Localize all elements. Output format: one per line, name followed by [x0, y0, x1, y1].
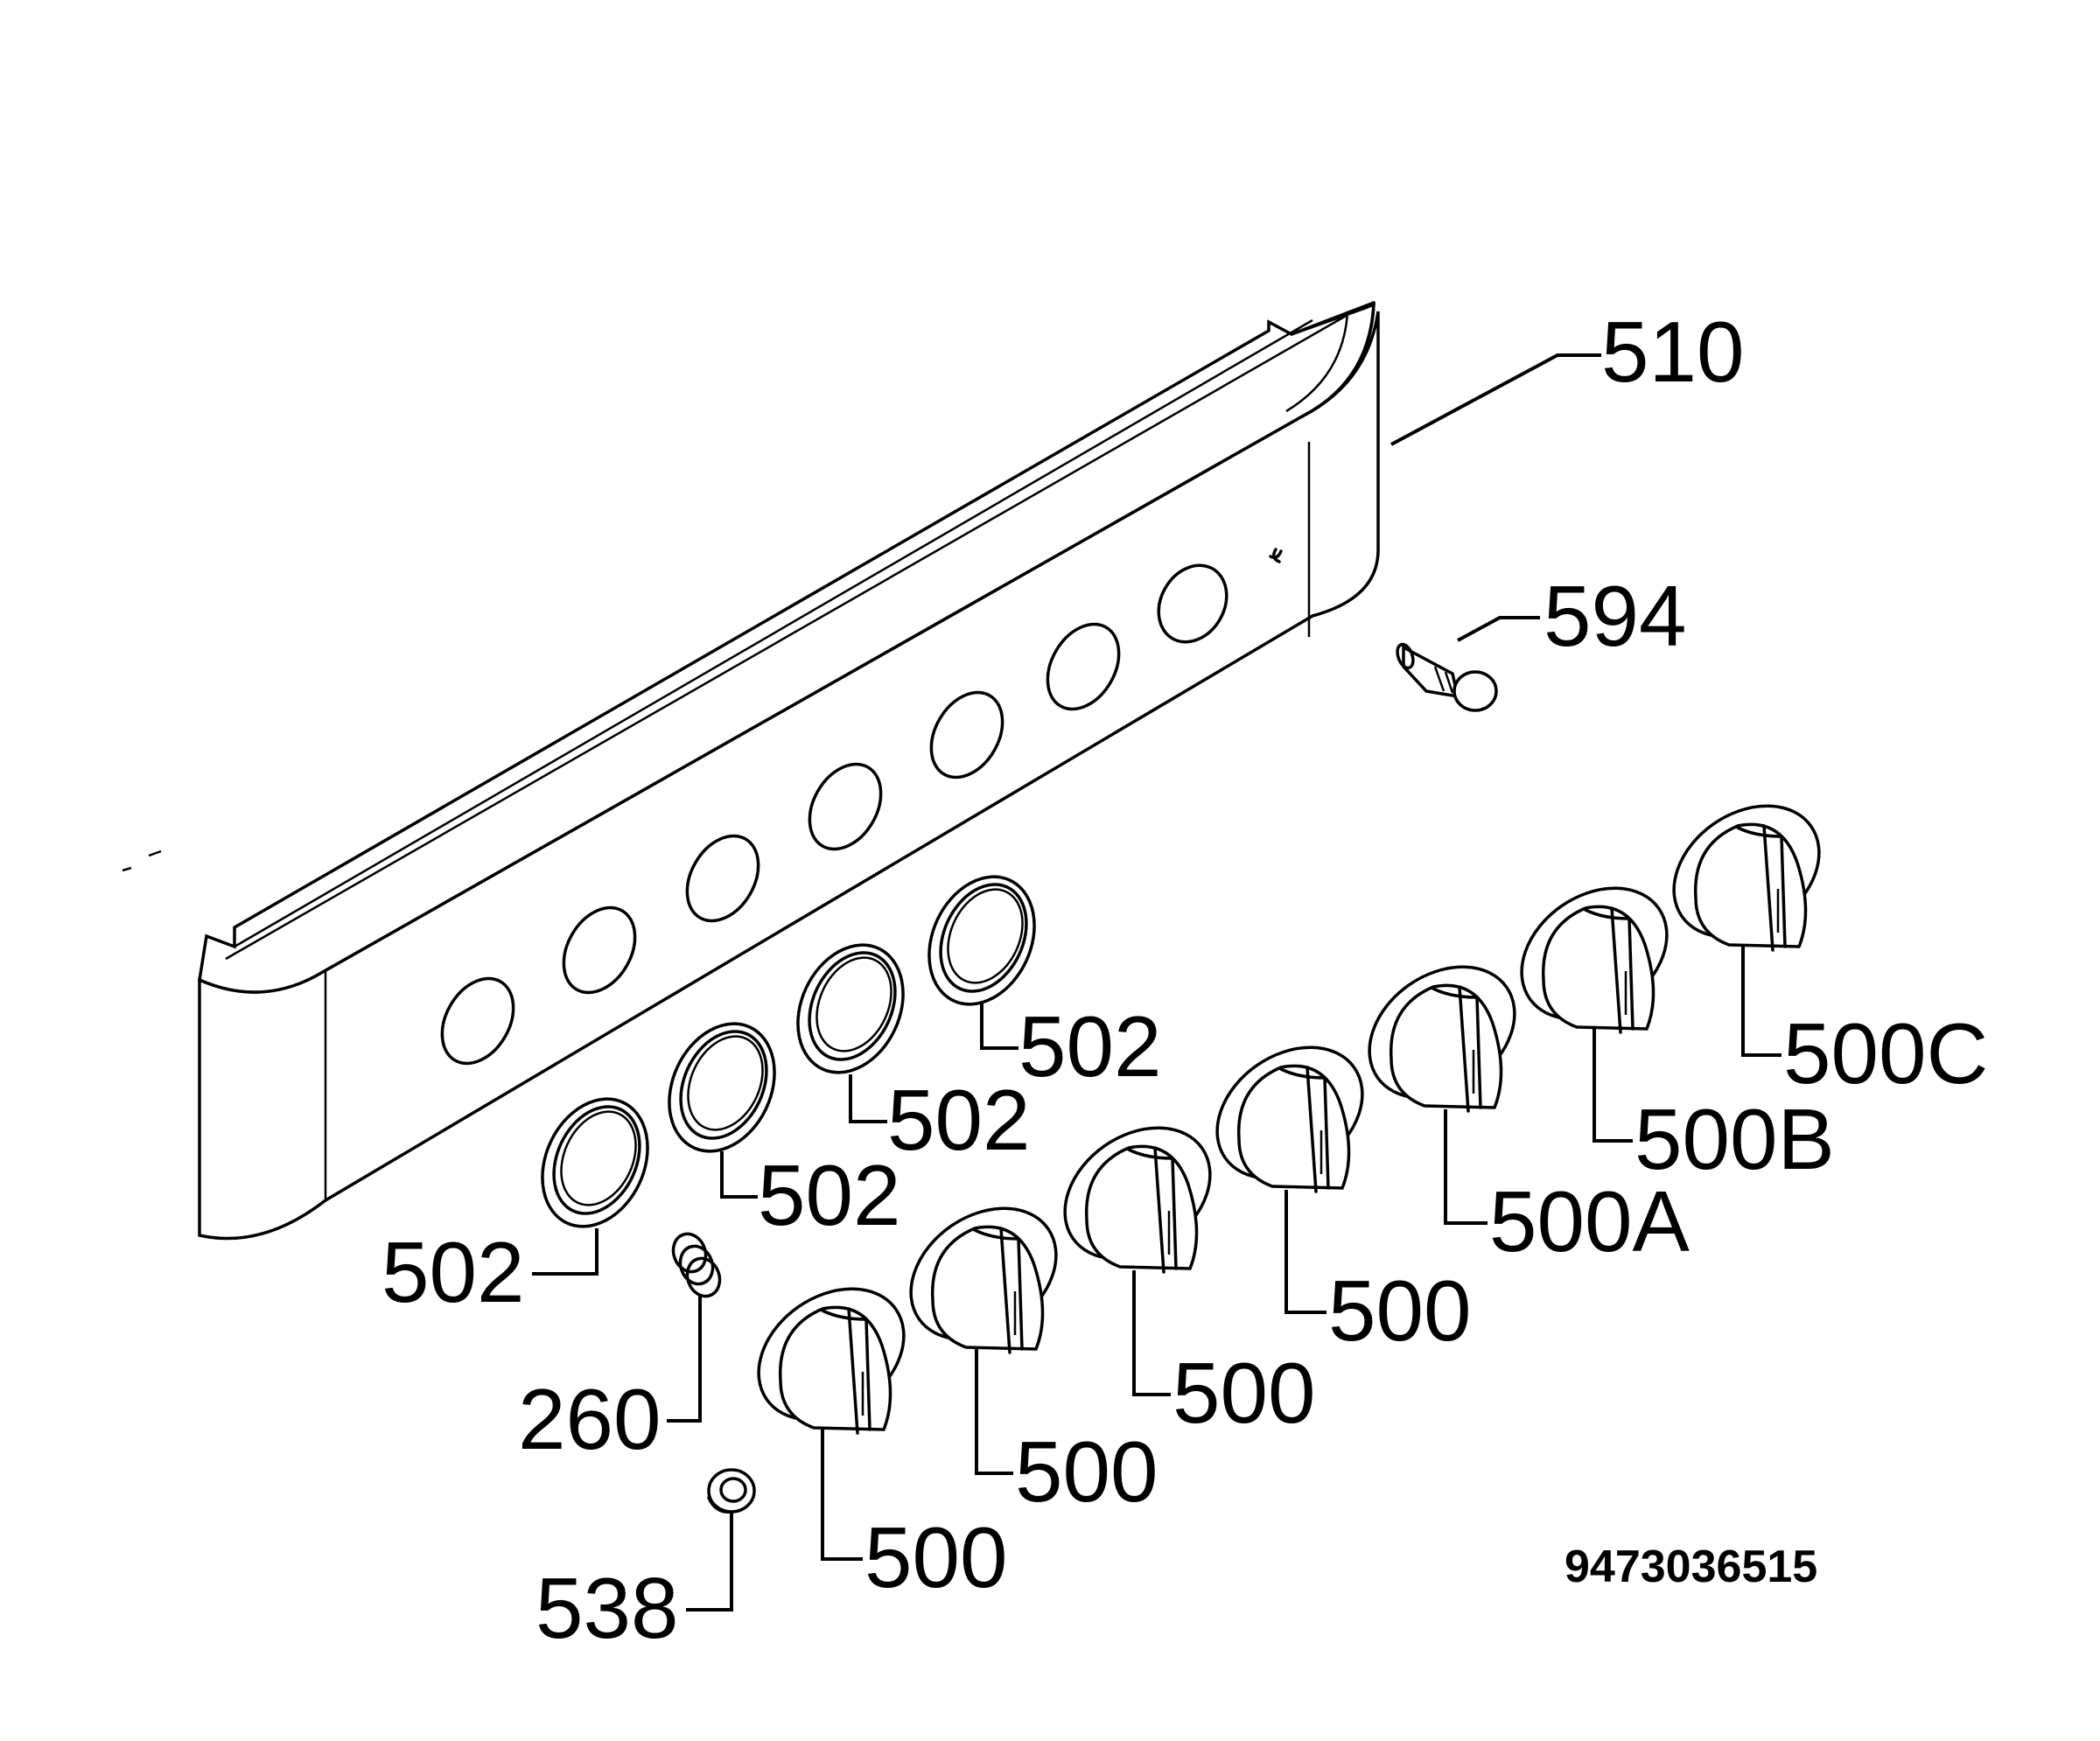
label-500A: 500A: [1489, 1173, 1690, 1269]
label-500-d: 500: [1328, 1262, 1472, 1359]
label-502-b: 502: [758, 1147, 901, 1243]
label-502-a: 502: [382, 1224, 525, 1320]
label-594: 594: [1544, 568, 1687, 664]
knob-6: [1520, 886, 1669, 1034]
reference-code: 9473036515: [1564, 1542, 1817, 1592]
nut-538: [707, 1468, 756, 1514]
knob-4: [1215, 1045, 1364, 1193]
panel-hole-3: [685, 834, 760, 923]
label-500C: 500C: [1783, 1005, 1988, 1101]
knob-1: [757, 1287, 906, 1435]
knob-2: [909, 1206, 1058, 1354]
panel-hole-4: [808, 762, 883, 851]
spring-260: [671, 1232, 722, 1298]
label-500-c: 500: [1172, 1345, 1316, 1441]
knob-7: [1672, 804, 1821, 952]
knob-3: [1063, 1126, 1212, 1274]
bezel-ring-3: [796, 943, 905, 1074]
knob-5: [1368, 965, 1516, 1113]
panel-hole-6: [1046, 622, 1121, 711]
part-labels: 510 594 502 502 502 502 260 538 500 500 …: [382, 304, 1988, 1656]
bezel-ring-1: [541, 1097, 649, 1228]
leader-lines: [532, 353, 1782, 1612]
panel-hole-2: [562, 905, 637, 995]
label-502-d: 502: [1018, 998, 1162, 1094]
panel-hole-1: [440, 976, 515, 1066]
label-260: 260: [518, 1371, 662, 1467]
label-500B: 500B: [1634, 1091, 1835, 1187]
panel-hole-5: [929, 690, 1004, 780]
label-502-c: 502: [887, 1072, 1031, 1168]
bezel-ring-4: [928, 875, 1036, 1006]
bezel-ring-2: [668, 1022, 776, 1153]
label-510: 510: [1601, 304, 1745, 400]
label-500-b: 500: [1015, 1423, 1158, 1520]
label-500-a: 500: [864, 1509, 1008, 1605]
indicator-lamp-594: [1396, 642, 1498, 712]
label-538: 538: [536, 1560, 679, 1656]
control-panel-510: [122, 301, 1380, 1241]
panel-hole-7: [1157, 563, 1228, 644]
